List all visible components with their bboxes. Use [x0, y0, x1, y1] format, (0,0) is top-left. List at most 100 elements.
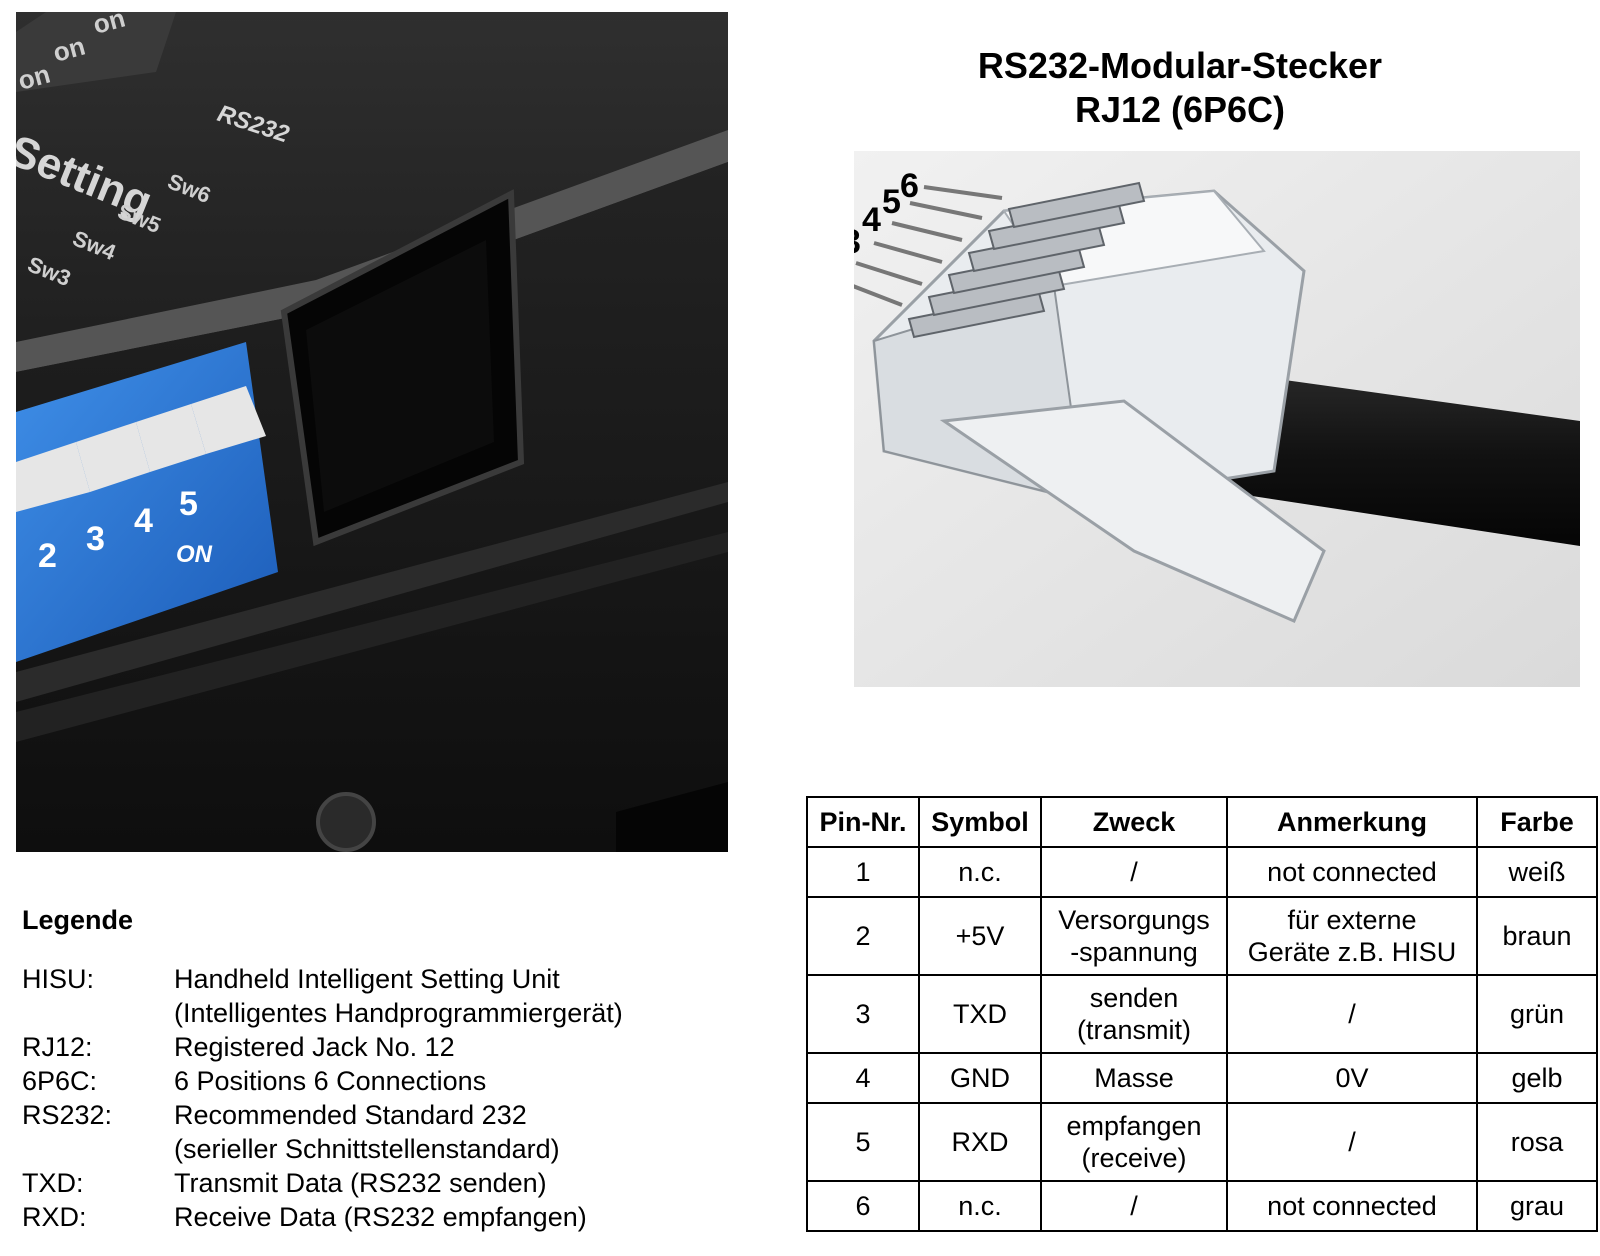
legend-term: TXD: [22, 1168, 84, 1198]
legend-entry: 6P6C: 6 Positions 6 Connections [22, 1064, 722, 1098]
cell-farbe: grau [1476, 1180, 1598, 1232]
legend-description: Handheld Intelligent Setting Unit (Intell… [174, 962, 722, 1030]
cell-zweck: empfangen(receive) [1040, 1102, 1228, 1182]
cell-farbe: rosa [1476, 1102, 1598, 1182]
cell-zweck-line: / [1130, 857, 1138, 887]
cell-zweck-line: (transmit) [1077, 1015, 1191, 1045]
legend-entries: HISU:Handheld Intelligent Setting Unit(I… [22, 962, 722, 1234]
cell-pin: 3 [806, 974, 920, 1054]
cell-anmerkung-line: not connected [1267, 1191, 1437, 1221]
legend-entry: HISU:Handheld Intelligent Setting Unit(I… [22, 962, 722, 1030]
cell-pin: 1 [806, 846, 920, 898]
legend-term: RJ12: [22, 1032, 93, 1062]
cell-symbol: n.c. [918, 1180, 1042, 1232]
legend-description-line: Receive Data (RS232 empfangen) [174, 1202, 587, 1232]
legend-description-line: 6 Positions 6 Connections [174, 1066, 487, 1096]
pin-label-4: 4 [862, 201, 881, 239]
header-symbol: Symbol [918, 796, 1042, 848]
rj12-plug-photo: 1 2 3 4 5 6 [854, 151, 1580, 687]
cell-anmerkung: / [1226, 1102, 1478, 1182]
cell-zweck-line: empfangen [1066, 1111, 1202, 1141]
legend-entry: RS232: Recommended Standard 232(serieller… [22, 1098, 722, 1166]
pin-label-5: 5 [882, 183, 901, 221]
cell-anmerkung: not connected [1226, 846, 1478, 898]
pin-label-6: 6 [900, 167, 919, 205]
cell-zweck-line: senden [1089, 983, 1179, 1013]
legend-entry: TXD: Transmit Data (RS232 senden) [22, 1166, 722, 1200]
pin-label-3: 3 [854, 223, 861, 261]
legend-description-line: Transmit Data (RS232 senden) [174, 1168, 547, 1198]
cell-farbe: weiß [1476, 846, 1598, 898]
legend-entry: RJ12: Registered Jack No. 12 [22, 1030, 722, 1064]
legend-description: Registered Jack No. 12 [174, 1030, 722, 1064]
legend-description-line: (Intelligentes Handprogrammiergerät) [174, 998, 623, 1028]
cell-anmerkung-line: für externe [1287, 905, 1417, 935]
cell-symbol: n.c. [918, 846, 1042, 898]
cell-anmerkung: / [1226, 974, 1478, 1054]
svg-text:2: 2 [38, 537, 57, 575]
legend-term: 6P6C: [22, 1066, 98, 1096]
cell-symbol: +5V [918, 896, 1042, 976]
legend: Legende HISU:Handheld Intelligent Settin… [22, 905, 722, 1234]
legend-description: Recommended Standard 232(serieller Schni… [174, 1098, 722, 1166]
table-header-row: Pin-Nr. Symbol Zweck Anmerkung Farbe [806, 796, 1598, 848]
legend-title: Legende [22, 905, 134, 935]
legend-description-line: Registered Jack No. 12 [174, 1032, 455, 1062]
pin-contacts [907, 181, 1146, 339]
cell-symbol: TXD [918, 974, 1042, 1054]
cell-zweck-line: Masse [1094, 1063, 1174, 1093]
cell-zweck-line: (receive) [1081, 1143, 1187, 1173]
title-line-2: RJ12 (6P6C) [1074, 89, 1286, 130]
legend-entry: RXD: Receive Data (RS232 empfangen) [22, 1200, 722, 1234]
cell-anmerkung-line: 0V [1335, 1063, 1369, 1093]
legend-description-line: Handheld Intelligent Setting Unit [174, 964, 560, 994]
header-anmerkung: Anmerkung [1226, 796, 1478, 848]
legend-description: 6 Positions 6 Connections [174, 1064, 722, 1098]
cell-farbe: gelb [1476, 1052, 1598, 1104]
dip-numbers: 2 3 4 5 [38, 485, 198, 575]
legend-term: RS232: [22, 1100, 113, 1130]
cell-zweck: Masse [1040, 1052, 1228, 1104]
cell-zweck-line: Versorgungs [1058, 905, 1210, 935]
cell-symbol: RXD [918, 1102, 1042, 1182]
cell-zweck-line: / [1130, 1191, 1138, 1221]
svg-text:5: 5 [179, 485, 198, 523]
rj12-plug-illustration: 1 2 3 4 5 6 [854, 151, 1580, 687]
legend-term: RXD: [22, 1202, 87, 1232]
cell-zweck: Versorgungs-spannung [1040, 896, 1228, 976]
title-line-1: RS232-Modular-Stecker [977, 45, 1383, 86]
cell-farbe: grün [1476, 974, 1598, 1054]
device-photo: on on on RS232 Setting Sw6 Sw5 Sw4 Sw3 2 [16, 12, 728, 852]
cell-anmerkung-line: / [1348, 1127, 1356, 1157]
cell-zweck: / [1040, 1180, 1228, 1232]
header-zweck: Zweck [1040, 796, 1228, 848]
cell-farbe: braun [1476, 896, 1598, 976]
header-pin: Pin-Nr. [806, 796, 920, 848]
legend-description: Transmit Data (RS232 senden) [174, 1166, 722, 1200]
legend-description-line: Recommended Standard 232 [174, 1100, 527, 1130]
cell-zweck: / [1040, 846, 1228, 898]
cell-pin: 6 [806, 1180, 920, 1232]
device-illustration: on on on RS232 Setting Sw6 Sw5 Sw4 Sw3 2 [16, 12, 728, 852]
cell-anmerkung-line: not connected [1267, 857, 1437, 887]
pin-arrows [854, 185, 1003, 307]
pin-labels: 1 2 3 4 5 6 [854, 167, 919, 261]
cell-zweck-line: -spannung [1070, 937, 1198, 967]
svg-text:3: 3 [86, 520, 105, 558]
cell-pin: 4 [806, 1052, 920, 1104]
cell-zweck: senden(transmit) [1040, 974, 1228, 1054]
cell-anmerkung: 0V [1226, 1052, 1478, 1104]
cell-anmerkung-line: / [1348, 999, 1356, 1029]
header-farbe: Farbe [1476, 796, 1598, 848]
cell-anmerkung-line: Geräte z.B. HISU [1247, 937, 1457, 967]
cell-pin: 5 [806, 1102, 920, 1182]
diagram-title: RS232-Modular-Stecker RJ12 (6P6C) [880, 44, 1480, 132]
